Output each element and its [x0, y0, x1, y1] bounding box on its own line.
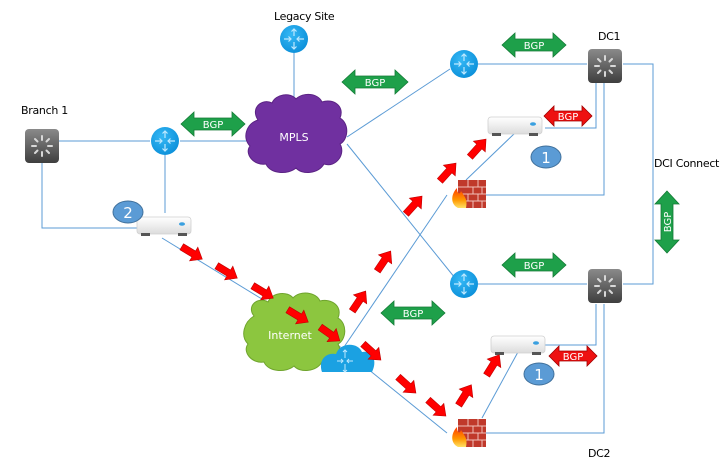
bgp-dc2-router: BGP [501, 252, 567, 278]
branch-router-icon [150, 126, 180, 156]
svg-text:BGP: BGP [558, 112, 578, 123]
link-dc2-firewall [486, 304, 605, 434]
legacy-site-label: Legacy Site [274, 10, 335, 23]
dc1-firewall-icon [451, 179, 487, 209]
bgp-dc1-router: BGP [501, 32, 567, 58]
link-dc1fw-sdwan [465, 132, 516, 181]
svg-text:BGP: BGP [563, 352, 583, 363]
dc2-label: DC2 [588, 447, 611, 460]
svg-text:BGP: BGP [524, 261, 544, 272]
svg-text:BGP: BGP [403, 309, 423, 320]
links [41, 53, 654, 434]
internet-cloud: Internet [243, 292, 346, 371]
dc1-router-icon [449, 49, 479, 79]
dc2-firewall-icon [451, 418, 487, 448]
bgp-dci: BGP [654, 190, 680, 254]
link-mpls-dc1router [346, 68, 451, 138]
link-branch1-sdwan [41, 163, 138, 229]
traffic-arrow [422, 393, 452, 423]
traffic-arrow [392, 370, 422, 400]
dc2-switch-icon [587, 268, 623, 304]
svg-text:1: 1 [541, 149, 551, 167]
traffic-arrow [370, 246, 398, 276]
svg-text:BGP: BGP [524, 41, 544, 52]
link-dc1-sdwan [545, 83, 597, 129]
link-dc2-sdwan [545, 304, 597, 346]
bgp-internet-dc2: BGP [380, 300, 446, 326]
branch1-label: Branch 1 [21, 104, 68, 117]
dc1-label: DC1 [598, 30, 621, 43]
traffic-arrow [451, 380, 479, 410]
legacy-router-icon [279, 24, 309, 54]
dc2-router-icon [449, 269, 479, 299]
dci-connect-label: DCI Connect [654, 157, 720, 170]
badge-dc2: 1 [523, 362, 555, 386]
dc1-sdwan-appliance-icon [487, 116, 543, 137]
link-dc1-firewall [486, 83, 605, 196]
bgp-branch-mpls: BGP [180, 111, 246, 137]
link-internet-dc1fw [341, 194, 448, 351]
bgp-dc2-sdwan: BGP [548, 345, 598, 367]
link-dc2fw-sdwan [481, 351, 519, 419]
branch1-switch-icon [24, 128, 60, 164]
svg-text:BGP: BGP [663, 212, 674, 232]
link-mpls-dc2router [346, 143, 456, 279]
svg-text:BGP: BGP [365, 78, 385, 89]
dc1-switch-icon [587, 48, 623, 84]
link-dci [623, 63, 654, 285]
svg-text:1: 1 [534, 366, 544, 384]
bgp-mpls-dc1: BGP [341, 69, 409, 95]
cloud-router-icon [320, 344, 375, 373]
badge-branch: 2 [112, 200, 144, 224]
bgp-dc1-sdwan: BGP [543, 105, 593, 127]
internet-label: Internet [268, 329, 312, 342]
branch-sdwan-appliance-icon [136, 216, 192, 237]
traffic-arrow [433, 157, 463, 187]
traffic-arrow [463, 133, 493, 163]
svg-text:2: 2 [123, 204, 133, 222]
mpls-label: MPLS [279, 131, 308, 144]
badge-dc1: 1 [530, 145, 562, 169]
dc2-sdwan-appliance-icon [490, 335, 546, 356]
mpls-cloud: MPLS [245, 94, 348, 173]
svg-text:BGP: BGP [203, 120, 223, 131]
